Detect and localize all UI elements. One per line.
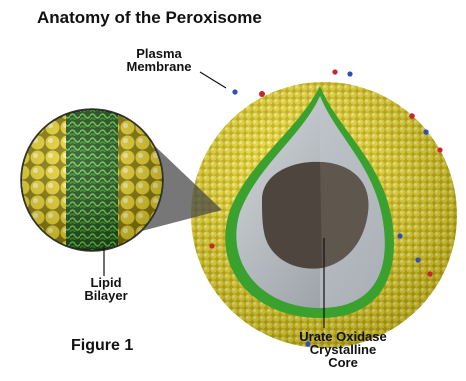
label-line: Bilayer — [76, 289, 136, 302]
lipid-bilayer-label: Lipid Bilayer — [76, 276, 136, 302]
label-line: Membrane — [118, 60, 200, 73]
plasma-membrane-label: Plasma Membrane — [118, 47, 200, 73]
figure-title: Anatomy of the Peroxisome — [37, 9, 262, 26]
label-line: Core — [281, 356, 405, 369]
lipid-bilayer-zoom — [20, 108, 164, 252]
urate-oxidase-core-label: Urate Oxidase Crystalline Core — [281, 330, 405, 369]
figure-number: Figure 1 — [71, 338, 133, 354]
